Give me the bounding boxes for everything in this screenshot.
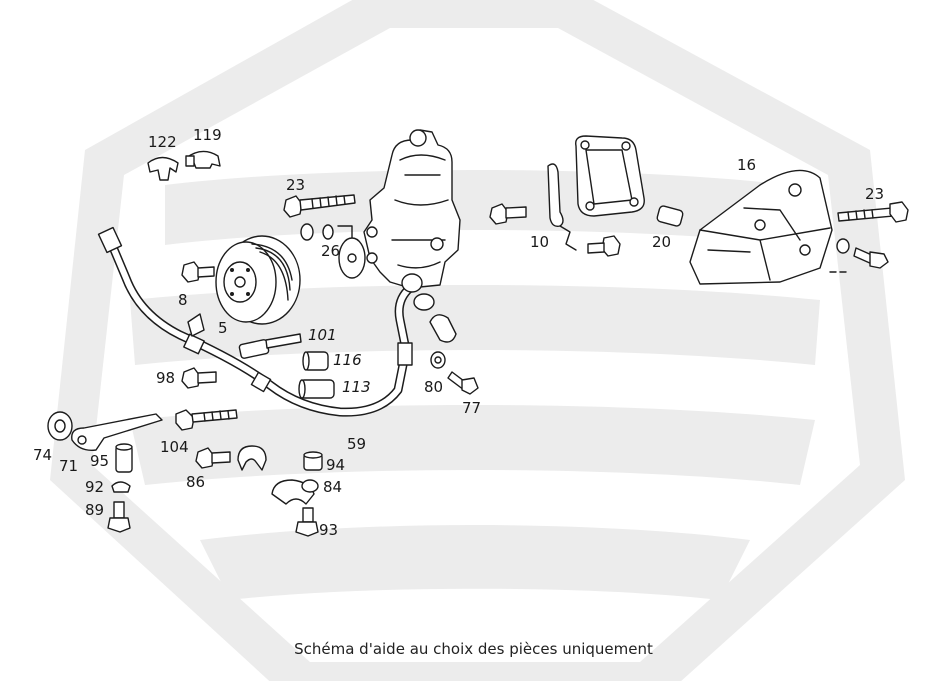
power-steering-pump[interactable] (338, 129, 461, 289)
cover-gasket-plate[interactable] (575, 135, 645, 217)
label-89: 89 (85, 501, 104, 519)
label-101: 101 (308, 326, 337, 344)
washer-74[interactable] (47, 411, 73, 441)
hose-clamp-122[interactable] (147, 156, 179, 181)
long-bolt-23-right[interactable] (837, 201, 909, 223)
label-84: 84 (323, 478, 342, 496)
pressure-hose-59[interactable] (97, 226, 423, 417)
hose-bracket-5[interactable] (187, 313, 205, 337)
bolt-10-upper[interactable] (489, 203, 527, 225)
label-104: 104 (160, 438, 189, 456)
label-86: 86 (186, 473, 205, 491)
bolt-77[interactable] (447, 371, 479, 395)
label-80: 80 (424, 378, 443, 396)
label-59: 59 (347, 435, 366, 453)
long-bolt-23-left[interactable] (283, 194, 356, 218)
bolt-8[interactable] (181, 261, 215, 283)
label-98: 98 (156, 369, 175, 387)
banjo-fitting[interactable] (413, 293, 457, 343)
clip-92[interactable] (111, 481, 131, 493)
washer-80[interactable] (430, 351, 446, 369)
label-16: 16 (737, 156, 756, 174)
bracket-71[interactable] (71, 413, 163, 451)
label-77: 77 (462, 399, 481, 417)
mounting-bracket-16[interactable] (689, 169, 833, 285)
spacer-sleeve-116[interactable] (302, 351, 329, 371)
hose-clamp-84-upper[interactable] (237, 445, 267, 471)
label-8: 8 (178, 291, 188, 309)
label-116: 116 (333, 351, 362, 369)
washer-set-26[interactable] (300, 223, 353, 241)
label-119: 119 (193, 126, 222, 144)
label-94: 94 (326, 456, 345, 474)
label-23-right: 23 (865, 185, 884, 203)
label-95: 95 (90, 452, 109, 470)
label-113: 113 (342, 378, 371, 396)
label-10: 10 (530, 233, 549, 251)
spacer-sleeve-113[interactable] (298, 379, 335, 399)
hose-clamp-119[interactable] (185, 150, 221, 169)
label-122: 122 (148, 133, 177, 151)
sleeve-94[interactable] (303, 451, 323, 471)
bolt-98[interactable] (181, 367, 217, 389)
label-23-left: 23 (286, 176, 305, 194)
diagram-disclaimer-caption: Schéma d'aide au choix des pièces unique… (294, 640, 653, 658)
label-74: 74 (33, 446, 52, 464)
washer-and-bolt-right[interactable] (829, 238, 889, 273)
sleeve-20[interactable] (656, 205, 684, 227)
label-5: 5 (218, 319, 228, 337)
bolt-104[interactable] (175, 409, 238, 431)
label-93: 93 (319, 521, 338, 539)
hose-clamp-84-lower[interactable] (271, 479, 319, 505)
bolt-89[interactable] (107, 501, 131, 533)
bolt-86[interactable] (195, 447, 231, 469)
bolt-10-lower[interactable] (587, 235, 621, 257)
pump-pulley[interactable] (215, 235, 301, 325)
label-20: 20 (652, 233, 671, 251)
label-26: 26 (321, 242, 340, 260)
label-71: 71 (59, 457, 78, 475)
sleeve-95[interactable] (115, 443, 133, 473)
brand-shield-logo-watermark (50, 0, 905, 681)
label-92: 92 (85, 478, 104, 496)
bolt-93[interactable] (295, 507, 319, 537)
strap-10[interactable] (547, 163, 577, 251)
stud-bolt-101[interactable] (238, 333, 302, 359)
